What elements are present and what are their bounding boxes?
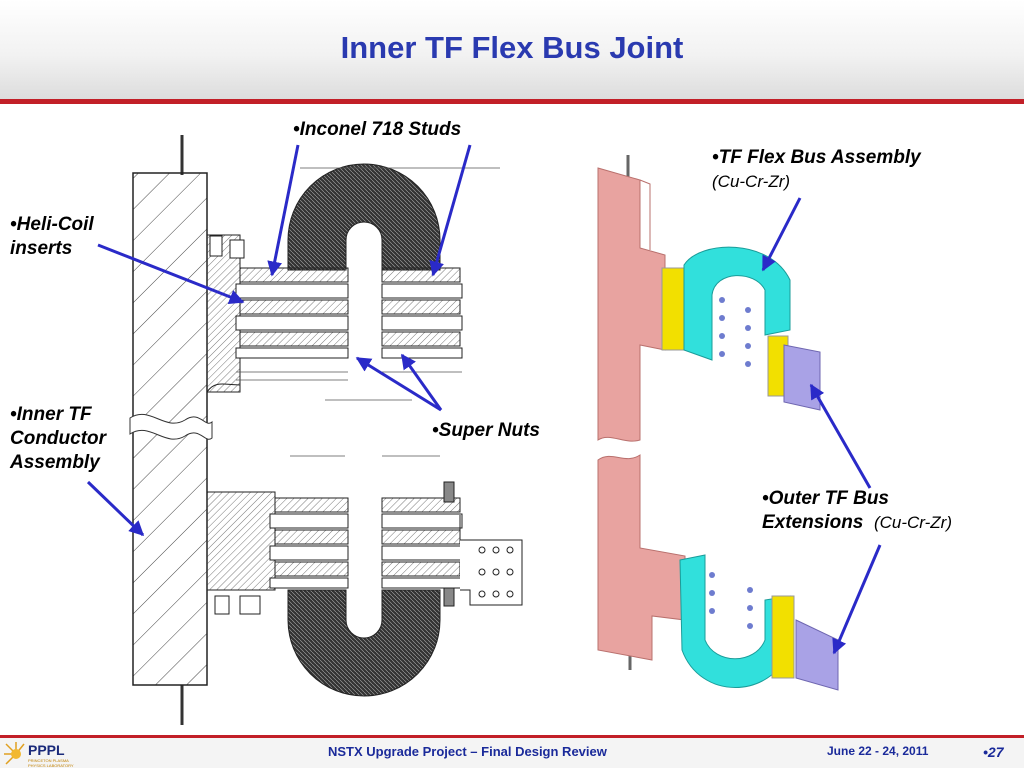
label-heli-coil: •Heli-Coil inserts bbox=[10, 214, 94, 259]
label-tf-flex-bus: •TF Flex Bus Assembly (Cu-Cr-Zr) bbox=[712, 147, 921, 191]
super-nuts-arrow-right bbox=[400, 353, 443, 411]
studs-arrow-left bbox=[267, 144, 300, 277]
svg-text:PRINCETON PLASMA: PRINCETON PLASMA bbox=[28, 758, 69, 763]
footer-date: June 22 - 24, 2011 bbox=[827, 744, 929, 758]
flex-bus-arrow bbox=[761, 197, 802, 272]
footer-rule bbox=[0, 735, 1024, 738]
label-super-nuts: •Super Nuts bbox=[432, 420, 541, 441]
svg-text:PPPL: PPPL bbox=[28, 742, 65, 758]
super-nuts-arrow-left bbox=[355, 356, 442, 412]
footer-bar bbox=[0, 738, 1024, 768]
header-bar bbox=[0, 0, 1024, 100]
studs-arrow-right bbox=[429, 144, 472, 277]
label-outer-tf-bus: •Outer TF Bus Extensions (Cu-Cr-Zr) bbox=[762, 488, 952, 533]
inner-tf-arrow bbox=[86, 480, 145, 537]
pppl-logo: PPPL PRINCETON PLASMA PHYSICS LABORATORY bbox=[4, 740, 84, 768]
pppl-logo-icon: PPPL PRINCETON PLASMA PHYSICS LABORATORY bbox=[4, 742, 74, 768]
heli-coil-arrow bbox=[97, 243, 245, 305]
header-rule bbox=[0, 99, 1024, 104]
page-number: •27 bbox=[983, 744, 1004, 760]
label-inconel-studs: •Inconel 718 Studs bbox=[293, 119, 462, 140]
footer-project: NSTX Upgrade Project – Final Design Revi… bbox=[328, 744, 607, 759]
flex-bus-3d-model bbox=[597, 155, 839, 691]
label-inner-tf-conductor: •Inner TF Conductor Assembly bbox=[10, 404, 107, 473]
outer-bus-arrow-lower bbox=[832, 544, 882, 655]
cross-section-drawing bbox=[129, 135, 523, 725]
page-title: Inner TF Flex Bus Joint bbox=[340, 30, 684, 65]
callout-arrows bbox=[86, 144, 882, 655]
svg-text:PHYSICS LABORATORY: PHYSICS LABORATORY bbox=[28, 763, 74, 768]
outer-bus-arrow-upper bbox=[809, 383, 872, 489]
